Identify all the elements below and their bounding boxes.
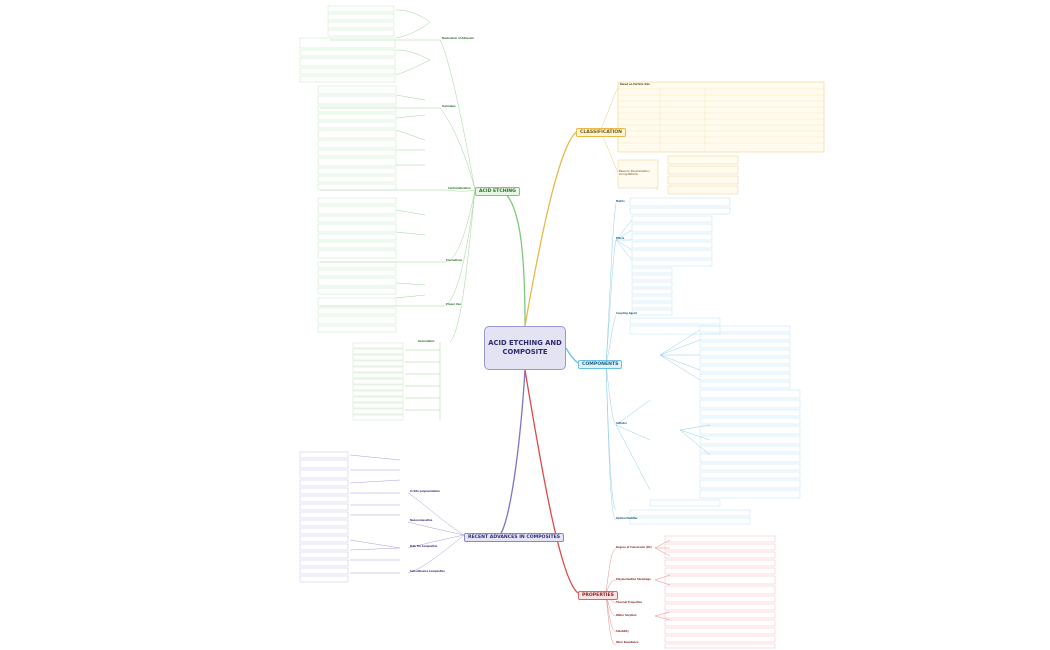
- node-optical[interactable]: Optical Modifier: [616, 517, 638, 520]
- property-boxes: [664, 535, 776, 649]
- classification-table: [617, 81, 825, 195]
- branch-classification[interactable]: CLASSIFICATION: [576, 128, 626, 137]
- branch-components[interactable]: COMPONENTS: [578, 360, 623, 369]
- node-fillers[interactable]: Fillers: [616, 237, 625, 240]
- node-thermal[interactable]: Thermal Properties: [616, 601, 642, 604]
- node-sorption[interactable]: Water Sorption: [616, 614, 637, 617]
- node-proper-use[interactable]: Proper Use: [446, 303, 461, 306]
- node-shrinkage[interactable]: Polymerization Shrinkage: [616, 578, 651, 581]
- generation-boxes: [352, 342, 404, 421]
- node-precautions[interactable]: Precautions: [446, 259, 463, 262]
- node-wear[interactable]: Wear Resistance: [616, 641, 639, 644]
- node-nano[interactable]: Nanocomposites: [410, 519, 433, 522]
- table-title: Based on Particle Size: [620, 83, 650, 86]
- component-boxes: [629, 197, 801, 525]
- node-dc[interactable]: Degree of Conversion (DC): [616, 546, 652, 549]
- branch-acid-etching[interactable]: ACID ETCHING: [475, 187, 520, 196]
- node-selfadhesive[interactable]: Self-adhesive Composites: [410, 570, 445, 573]
- branch-recent-advances[interactable]: RECENT ADVANCES IN COMPOSITES: [464, 533, 565, 542]
- node-coupling[interactable]: Coupling Agent: [616, 312, 637, 315]
- recent-boxes: [299, 451, 349, 583]
- branch-properties[interactable]: PROPERTIES: [578, 591, 618, 600]
- node-contraindication[interactable]: Contraindication: [448, 187, 471, 190]
- node-insitu[interactable]: In Situ polymerization: [410, 490, 440, 493]
- node-solubility[interactable]: Solubility: [616, 630, 629, 633]
- node-initiator[interactable]: Initiator: [616, 422, 627, 425]
- node-generations[interactable]: Generations: [418, 340, 435, 343]
- node-technique[interactable]: Technique: [442, 105, 456, 108]
- node-matrix[interactable]: Matrix: [616, 200, 625, 203]
- node-bulkfill[interactable]: Bulk Fill Composites: [410, 545, 438, 548]
- acid-leaf-boxes: [299, 5, 397, 333]
- node-mechanism[interactable]: Mechanism of Adhesion: [442, 37, 474, 40]
- node-polymerization[interactable]: Based on Polymerization / Curing Methods: [619, 170, 651, 176]
- central-topic[interactable]: ACID ETCHING AND COMPOSITE: [484, 326, 566, 370]
